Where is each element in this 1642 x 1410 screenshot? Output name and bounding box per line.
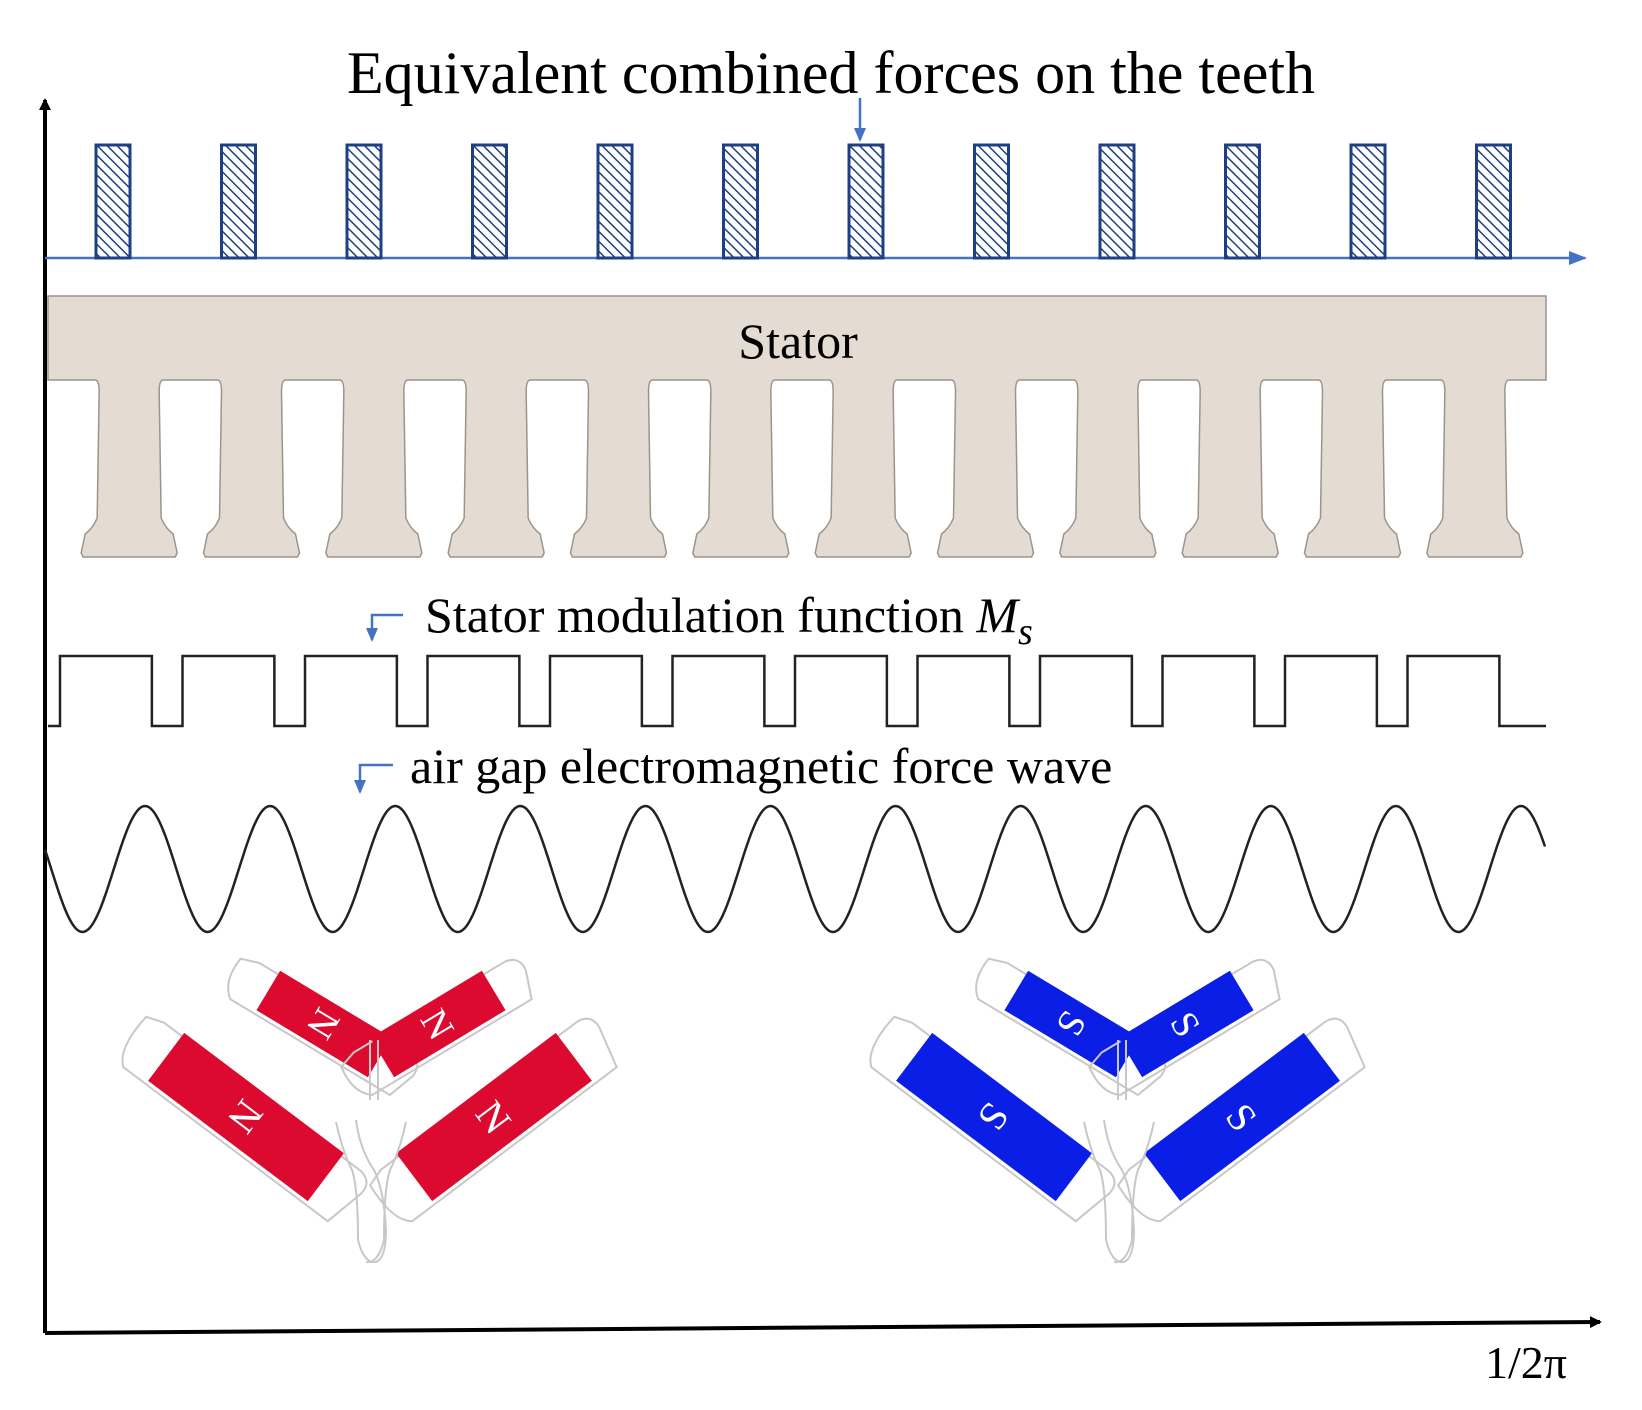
force-bar	[94, 143, 132, 260]
force-bar	[973, 143, 1010, 260]
forces-title: Equivalent combined forces on the teeth	[347, 40, 1315, 106]
magnet: S	[1088, 958, 1281, 1097]
magnet-body	[1118, 970, 1254, 1078]
force-bar	[1224, 143, 1261, 260]
magnet-body	[148, 1032, 344, 1202]
x-axis	[44, 1316, 1602, 1335]
pole-outline	[340, 958, 533, 1097]
force-bar	[345, 143, 383, 260]
wave-label: air gap electromagnetic force wave	[410, 738, 1112, 794]
modulation-pointer-arrow	[366, 613, 403, 642]
center-rib	[369, 1040, 379, 1100]
center-rib	[1117, 1040, 1127, 1100]
barrier-left	[1083, 1119, 1136, 1264]
modulation-wave	[48, 654, 1546, 728]
magnet-body	[1144, 1032, 1340, 1202]
stator-label: Stator	[738, 313, 858, 369]
magnet-body	[370, 970, 506, 1078]
force-bar	[220, 143, 257, 260]
force-bar	[1349, 143, 1387, 260]
force-bar	[1475, 143, 1512, 260]
magnet-body	[896, 1032, 1092, 1202]
pole-outline	[869, 1015, 1116, 1223]
force-bar	[596, 143, 634, 260]
magnet: N	[368, 1017, 618, 1223]
barrier-right	[365, 1121, 407, 1264]
x-axis-label: 1/2π	[1485, 1337, 1567, 1388]
force-bar	[722, 143, 759, 260]
pole-outline	[1116, 1017, 1366, 1223]
modulation-subscript: s	[1018, 611, 1033, 653]
stator-core	[47, 295, 1547, 558]
magnet: S	[869, 1015, 1116, 1223]
pole-outline	[368, 1017, 618, 1223]
force-bar	[1098, 143, 1136, 260]
wave-pointer-arrow	[354, 763, 393, 794]
force-wave	[43, 804, 1547, 934]
magnet: S	[1116, 1017, 1366, 1223]
force-bar	[847, 143, 885, 260]
modulation-label: Stator modulation function Ms	[425, 587, 1033, 653]
pole-outline	[1088, 958, 1281, 1097]
barrier-right	[1113, 1121, 1155, 1264]
magnet: N	[340, 958, 533, 1097]
pole-outline	[121, 1015, 368, 1223]
barrier-left	[335, 1119, 388, 1264]
magnet-body	[396, 1032, 592, 1202]
magnet: N	[121, 1015, 368, 1223]
force-bars	[94, 143, 1512, 260]
modulation-symbol: M	[975, 587, 1020, 643]
force-bar	[471, 143, 508, 260]
